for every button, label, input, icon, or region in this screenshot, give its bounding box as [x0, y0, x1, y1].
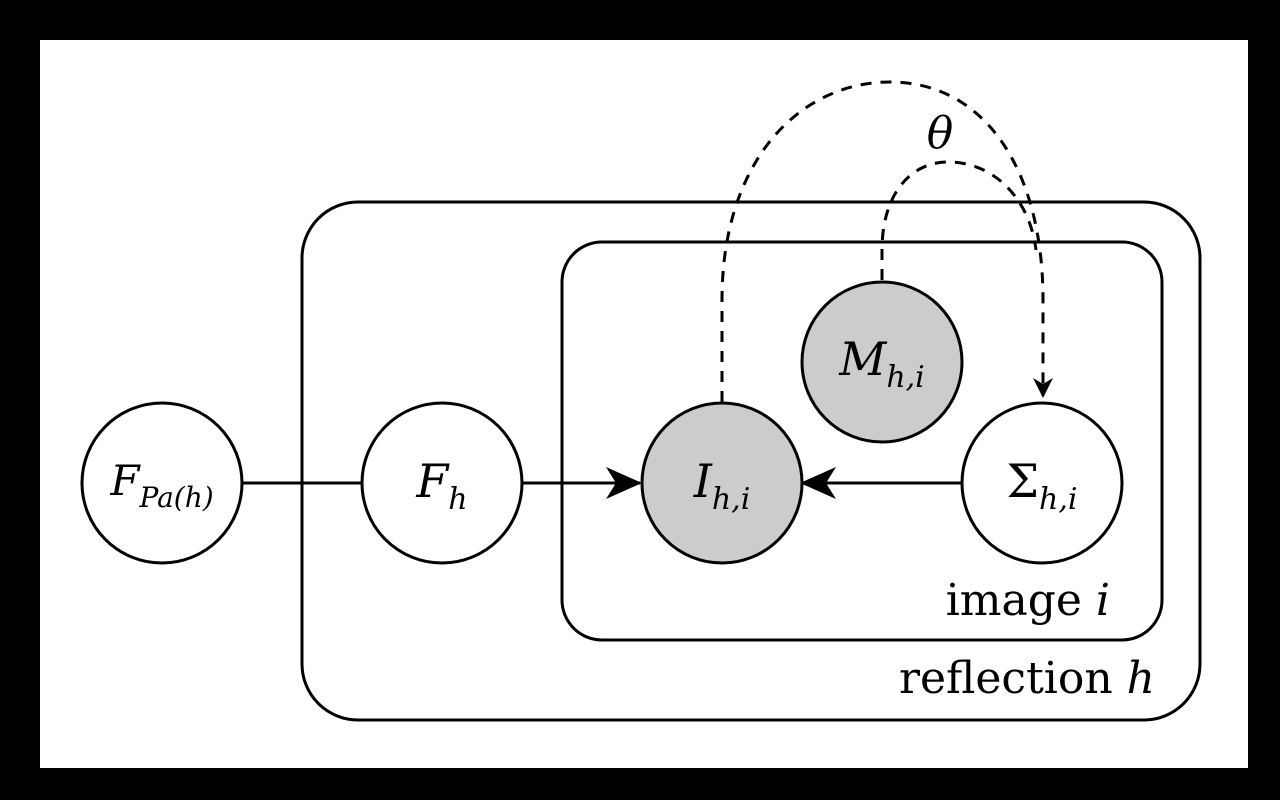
plate-image-label: image i [946, 575, 1110, 626]
node-mask: Mh,i [800, 280, 964, 444]
parameter-theta: θ [927, 108, 954, 159]
plate-reflection [300, 200, 1202, 722]
plate-reflection-label: reflection h [899, 653, 1155, 704]
edge-intensity-to-covariance-dashed [720, 80, 1053, 402]
node-covariance: Σh,i [960, 401, 1124, 565]
svg-text:Σh,i: Σh,i [1007, 454, 1078, 517]
svg-text:Ih,i: Ih,i [693, 454, 751, 517]
svg-text:Mh,i: Mh,i [838, 332, 925, 395]
plate-image [560, 240, 1164, 642]
svg-text:FPa(h): FPa(h) [109, 456, 213, 514]
edge-mask-to-covariance-dashed [880, 160, 1038, 280]
diagram-canvas: reflection h image i θ FPa(h) Fh Ih,i Mh… [40, 40, 1248, 768]
node-intensity: Ih,i [640, 401, 804, 565]
svg-text:Fh: Fh [415, 454, 467, 517]
node-parent-factor: FPa(h) [80, 401, 244, 565]
node-factor: Fh [360, 401, 524, 565]
graphical-model: reflection h image i θ FPa(h) Fh Ih,i Mh… [80, 80, 1202, 722]
